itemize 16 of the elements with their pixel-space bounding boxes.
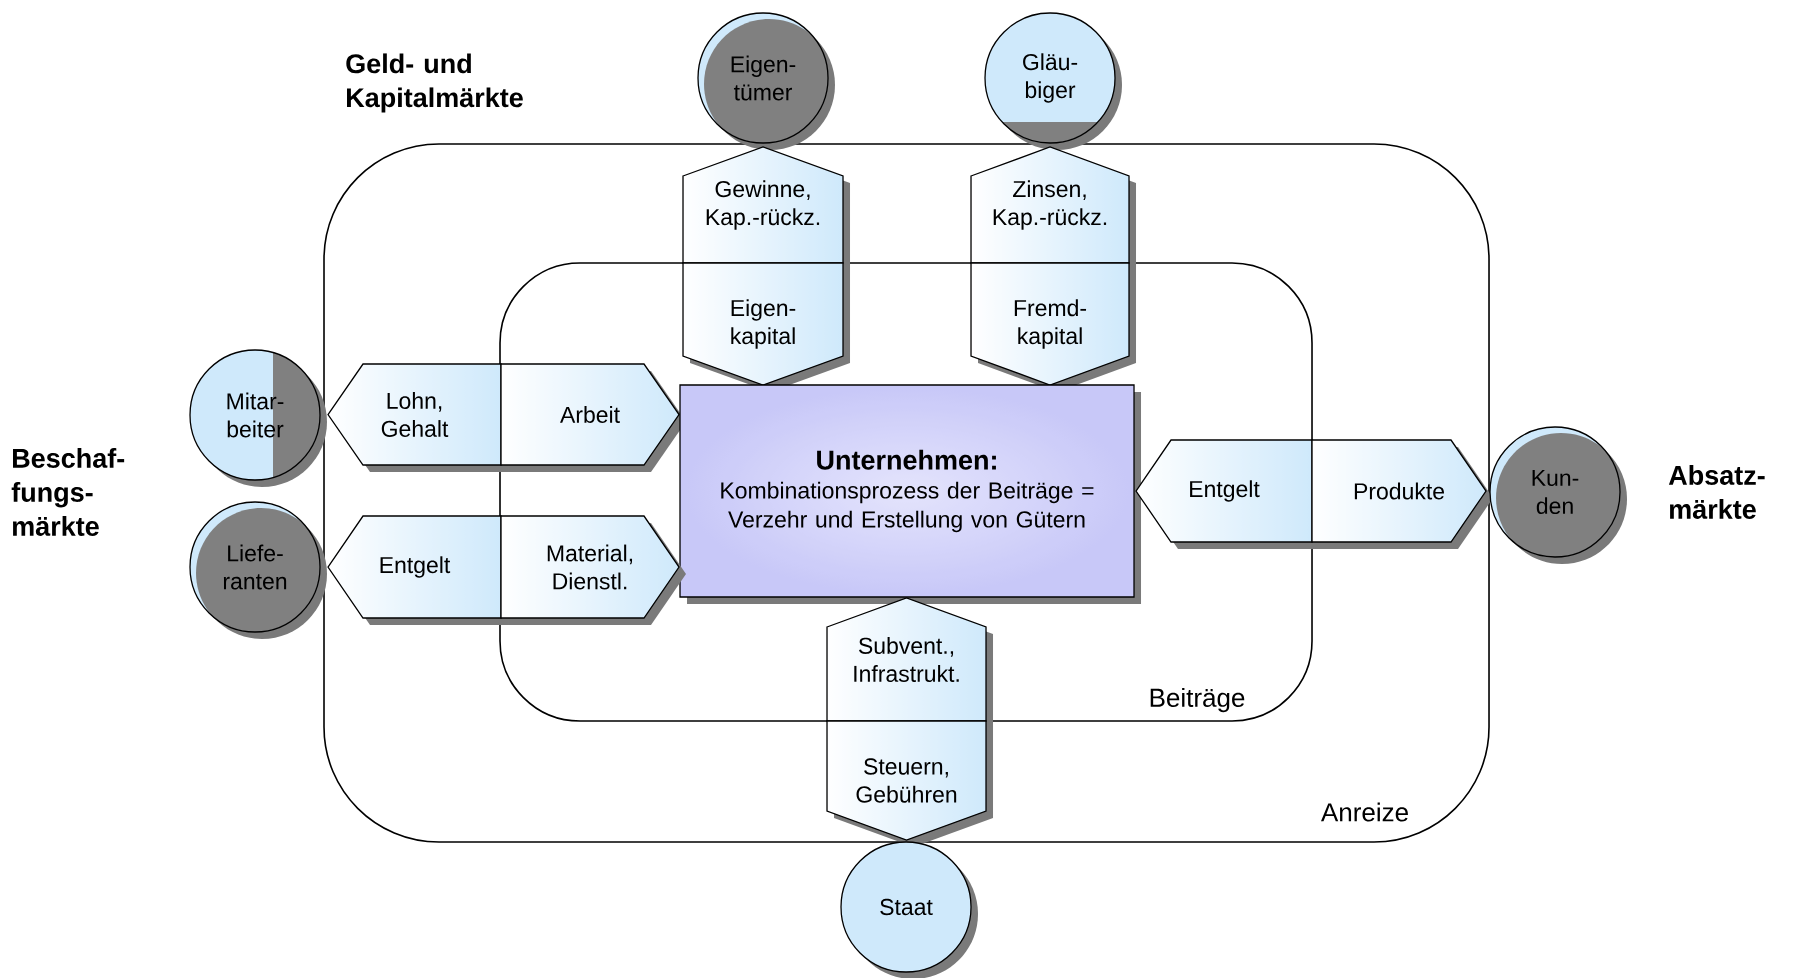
pentagon-box: Lohn, Gehalt [327, 363, 508, 472]
market-label: Geld- und Kapitalmärkte [346, 53, 523, 113]
pentagon-box: Fremd- kapital [970, 262, 1136, 392]
pentagon-box: Arbeit [500, 363, 686, 472]
pentagon-box: Material, Dienstl. [500, 515, 686, 625]
market-label: Beschaf- fungs- märkte [11, 448, 125, 536]
pentagon-box: Produkte [1311, 439, 1493, 549]
market-label: Absatz- märkte [1668, 465, 1765, 519]
pentagon-box: Entgelt [327, 515, 508, 625]
process-box: Unternehmen: Kombinationsprozess der Beiträge = Verzehr und Erstellung von Gütern [679, 384, 1141, 604]
pentagon-box: Zinsen, Kap.-rückz. [970, 146, 1136, 270]
pentagon-box: Gewinne, Kap.-rückz. [682, 146, 850, 270]
pentagon-box: Entgelt [1135, 439, 1319, 549]
pentagon-box: Steuern, Gebühren [826, 720, 993, 847]
pentagon-box: Subvent., Infrastrukt. [826, 597, 993, 728]
pentagon-box: Eigen- kapital [682, 262, 850, 392]
